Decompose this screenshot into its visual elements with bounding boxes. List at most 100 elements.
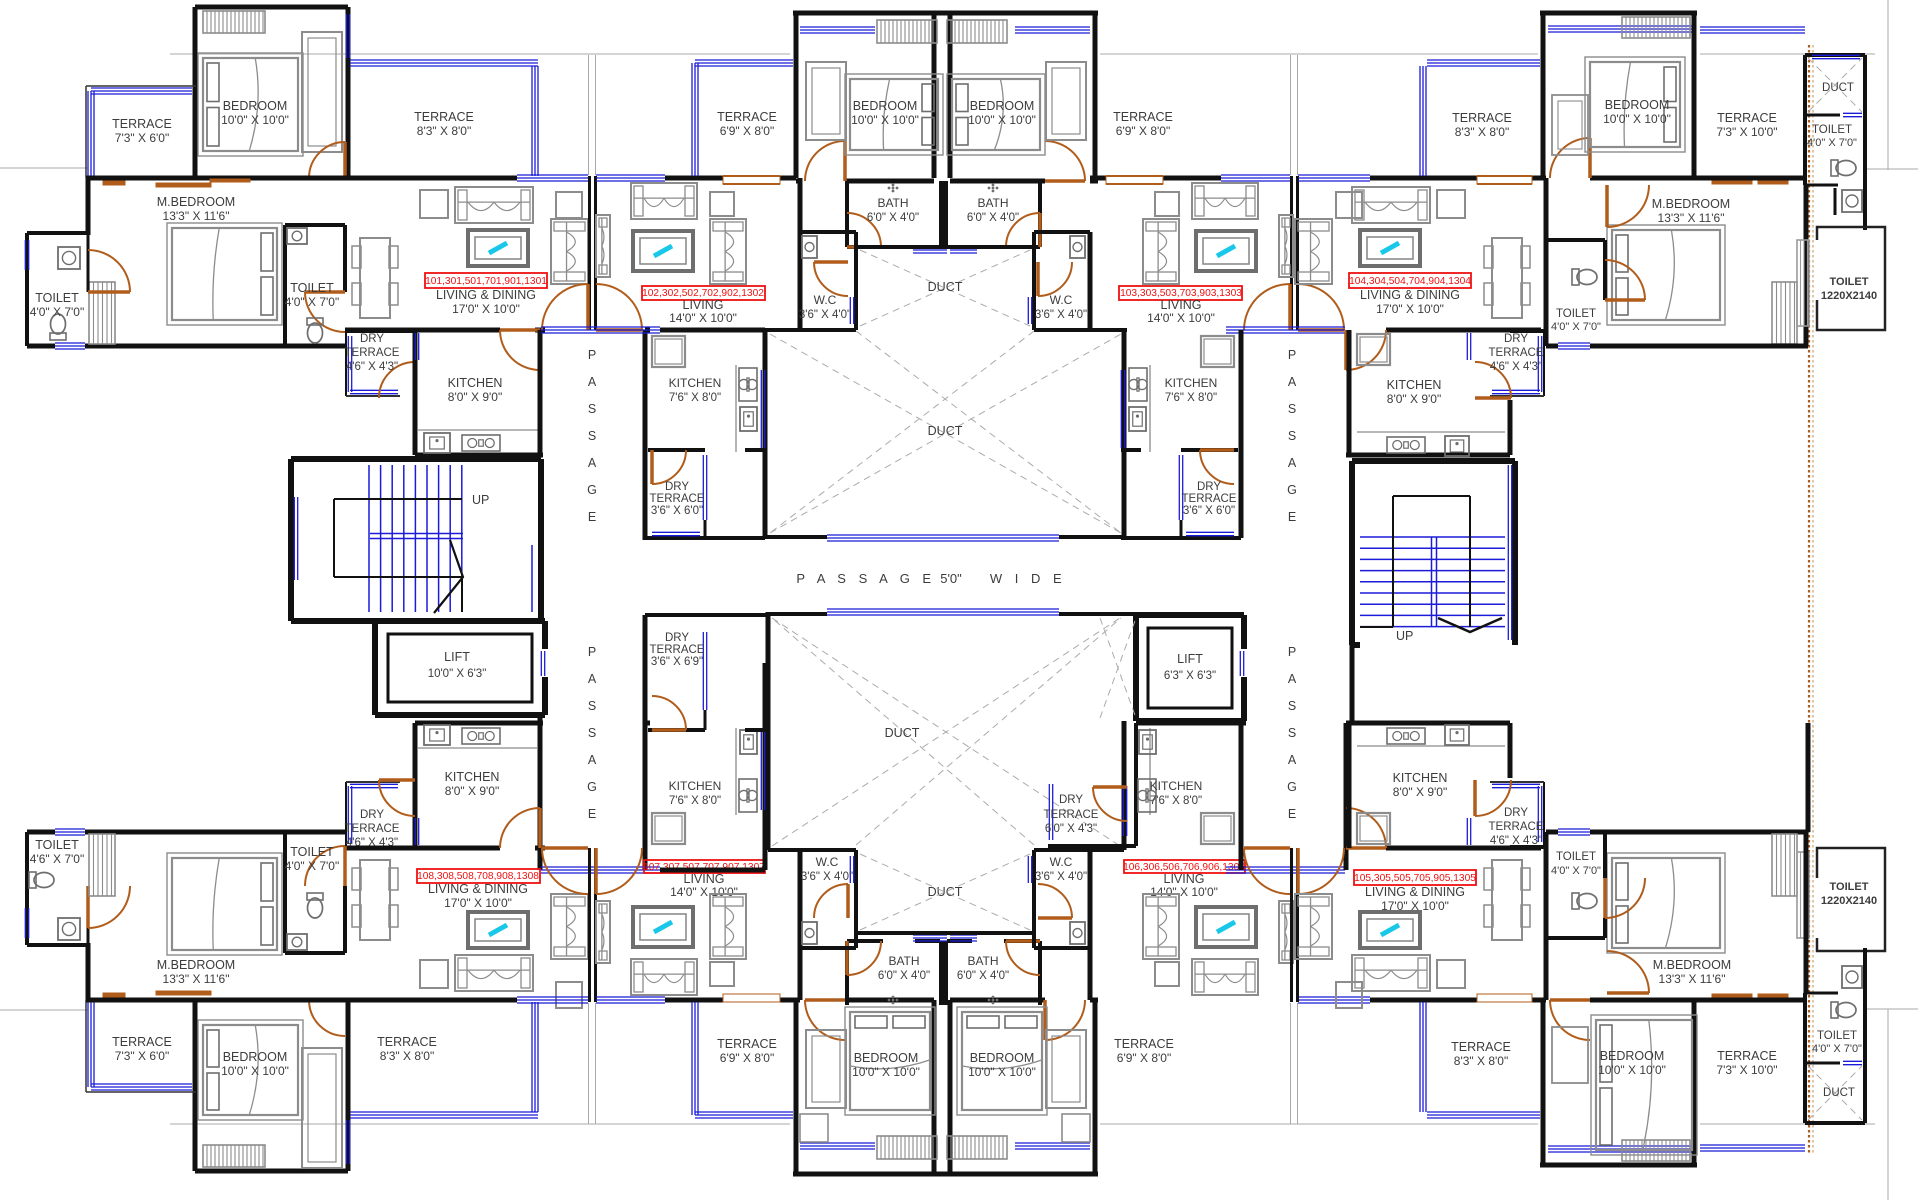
svg-text:4'6" X 4'3": 4'6" X 4'3" xyxy=(346,361,398,373)
svg-text:BATH: BATH xyxy=(877,196,908,210)
svg-text:TERRACE: TERRACE xyxy=(1489,347,1544,359)
svg-text:M.BEDROOM: M.BEDROOM xyxy=(1653,958,1731,972)
svg-text:TERRACE: TERRACE xyxy=(1489,821,1544,833)
svg-text:6'0" X 4'0": 6'0" X 4'0" xyxy=(878,970,930,982)
svg-text:TERRACE: TERRACE xyxy=(1113,110,1173,124)
svg-text:P: P xyxy=(1288,348,1296,362)
svg-text:E: E xyxy=(1288,510,1296,524)
svg-text:4'0" X 7'0": 4'0" X 7'0" xyxy=(1551,321,1601,333)
svg-text:1220X2140: 1220X2140 xyxy=(1821,895,1877,907)
svg-text:10'0" X 6'3": 10'0" X 6'3" xyxy=(428,668,487,680)
svg-text:KITCHEN: KITCHEN xyxy=(669,376,722,390)
svg-text:KITCHEN: KITCHEN xyxy=(1387,378,1442,392)
svg-text:A: A xyxy=(1288,753,1297,767)
svg-text:101,301,501,701,901,1301: 101,301,501,701,901,1301 xyxy=(425,276,547,287)
svg-text:3'6" X 6'0": 3'6" X 6'0" xyxy=(651,505,703,517)
svg-text:8'0" X 9'0": 8'0" X 9'0" xyxy=(445,784,499,798)
svg-text:DRY: DRY xyxy=(665,632,689,644)
svg-text:4'0" X 7'0": 4'0" X 7'0" xyxy=(1551,865,1601,877)
svg-text:7'3" X 10'0": 7'3" X 10'0" xyxy=(1716,125,1777,139)
svg-text:TOILET: TOILET xyxy=(1817,1030,1857,1042)
svg-text:TOILET: TOILET xyxy=(1812,124,1852,136)
svg-text:TOILET: TOILET xyxy=(1830,881,1869,893)
svg-text:6'0" X 4'0": 6'0" X 4'0" xyxy=(957,970,1009,982)
svg-text:LIFT: LIFT xyxy=(1177,652,1203,666)
svg-text:6'9" X 8'0": 6'9" X 8'0" xyxy=(1117,1051,1171,1065)
svg-text:3'6" X 4'0": 3'6" X 4'0" xyxy=(1035,309,1087,321)
svg-text:7'3" X 6'0": 7'3" X 6'0" xyxy=(115,1049,169,1063)
svg-text:BATH: BATH xyxy=(888,954,919,968)
svg-text:TERRACE: TERRACE xyxy=(414,110,474,124)
svg-text:8'0" X 9'0": 8'0" X 9'0" xyxy=(1393,785,1447,799)
svg-text:4'0" X 7'0": 4'0" X 7'0" xyxy=(285,859,339,873)
svg-text:14'0" X 10'0": 14'0" X 10'0" xyxy=(1147,311,1215,325)
svg-text:TERRACE: TERRACE xyxy=(112,117,172,131)
svg-text:LIFT: LIFT xyxy=(444,650,470,664)
svg-text:8'0" X 9'0": 8'0" X 9'0" xyxy=(448,390,502,404)
svg-text:7'3" X 6'0": 7'3" X 6'0" xyxy=(115,131,169,145)
svg-text:DUCT: DUCT xyxy=(1823,1087,1855,1099)
svg-text:3'6" X 6'9": 3'6" X 6'9" xyxy=(651,656,703,668)
svg-text:E: E xyxy=(588,807,596,821)
svg-text:KITCHEN: KITCHEN xyxy=(1150,779,1203,793)
svg-text:17'0" X 10'0": 17'0" X 10'0" xyxy=(452,302,520,316)
svg-text:LIVING & DINING: LIVING & DINING xyxy=(428,882,528,896)
svg-text:S: S xyxy=(588,699,596,713)
svg-text:S: S xyxy=(588,402,596,416)
svg-text:W.C: W.C xyxy=(816,855,839,869)
svg-text:TERRACE: TERRACE xyxy=(345,823,400,835)
svg-text:6'0" X 4'0": 6'0" X 4'0" xyxy=(867,212,919,224)
svg-text:10'0" X 10'0": 10'0" X 10'0" xyxy=(851,113,919,127)
svg-text:DUCT: DUCT xyxy=(885,726,920,740)
svg-text:E: E xyxy=(588,510,596,524)
svg-text:7'6" X 8'0": 7'6" X 8'0" xyxy=(669,795,721,807)
svg-text:3'6" X 6'0": 3'6" X 6'0" xyxy=(1183,505,1235,517)
svg-text:A: A xyxy=(588,375,597,389)
svg-text:TERRACE: TERRACE xyxy=(1717,111,1777,125)
svg-text:DUCT: DUCT xyxy=(1822,82,1854,94)
svg-text:M.BEDROOM: M.BEDROOM xyxy=(1652,197,1730,211)
svg-text:1220X2140: 1220X2140 xyxy=(1821,290,1877,302)
svg-text:BEDROOM: BEDROOM xyxy=(854,1051,919,1065)
svg-text:LIVING & DINING: LIVING & DINING xyxy=(1360,288,1460,302)
svg-text:DRY: DRY xyxy=(1504,333,1528,345)
svg-text:17'0" X 10'0": 17'0" X 10'0" xyxy=(444,896,512,910)
svg-text:S: S xyxy=(588,429,596,443)
svg-text:A: A xyxy=(1288,456,1297,470)
svg-text:LIVING: LIVING xyxy=(683,298,724,312)
svg-text:TERRACE: TERRACE xyxy=(112,1035,172,1049)
svg-text:LIVING & DINING: LIVING & DINING xyxy=(436,288,536,302)
svg-text:6'9" X 8'0": 6'9" X 8'0" xyxy=(720,1051,774,1065)
svg-text:TERRACE: TERRACE xyxy=(1182,493,1237,505)
svg-text:6'3" X 6'3": 6'3" X 6'3" xyxy=(1164,670,1216,682)
svg-text:S: S xyxy=(1288,726,1296,740)
svg-text:TERRACE: TERRACE xyxy=(1114,1037,1174,1051)
svg-text:BEDROOM: BEDROOM xyxy=(1605,98,1670,112)
svg-text:TERRACE: TERRACE xyxy=(345,347,400,359)
svg-text:6'0" X 4'0": 6'0" X 4'0" xyxy=(967,212,1019,224)
svg-text:DRY: DRY xyxy=(1504,807,1528,819)
svg-text:S: S xyxy=(1288,402,1296,416)
svg-text:106,306,506,706,906,1306: 106,306,506,706,906,1306 xyxy=(1123,862,1245,873)
svg-text:P: P xyxy=(1288,645,1296,659)
svg-text:10'0" X 10'0": 10'0" X 10'0" xyxy=(968,113,1036,127)
svg-text:14'0" X 10'0": 14'0" X 10'0" xyxy=(669,311,737,325)
svg-text:KITCHEN: KITCHEN xyxy=(669,779,722,793)
svg-text:UP: UP xyxy=(1396,629,1413,643)
svg-text:BEDROOM: BEDROOM xyxy=(223,1050,288,1064)
svg-text:4'0" X 7'0": 4'0" X 7'0" xyxy=(285,295,339,309)
svg-text:14'0" X 10'0": 14'0" X 10'0" xyxy=(1150,885,1218,899)
svg-text:W.C: W.C xyxy=(1050,293,1073,307)
svg-text:103,303,503,703,903,1303: 103,303,503,703,903,1303 xyxy=(1120,288,1242,299)
svg-text:10'0" X 10'0": 10'0" X 10'0" xyxy=(968,1065,1036,1079)
svg-text:TOILET: TOILET xyxy=(35,838,79,852)
svg-text:DRY: DRY xyxy=(665,481,689,493)
svg-text:8'3" X 8'0": 8'3" X 8'0" xyxy=(1454,1054,1508,1068)
svg-text:BEDROOM: BEDROOM xyxy=(970,1051,1035,1065)
svg-text:104,304,504,704,904,1304: 104,304,504,704,904,1304 xyxy=(1349,276,1471,287)
svg-text:KITCHEN: KITCHEN xyxy=(448,376,503,390)
svg-text:3'6" X 4'0": 3'6" X 4'0" xyxy=(799,309,851,321)
svg-text:G: G xyxy=(587,780,597,794)
svg-text:4'0" X 7'0": 4'0" X 7'0" xyxy=(1812,1043,1862,1055)
svg-text:TERRACE: TERRACE xyxy=(1451,1040,1511,1054)
